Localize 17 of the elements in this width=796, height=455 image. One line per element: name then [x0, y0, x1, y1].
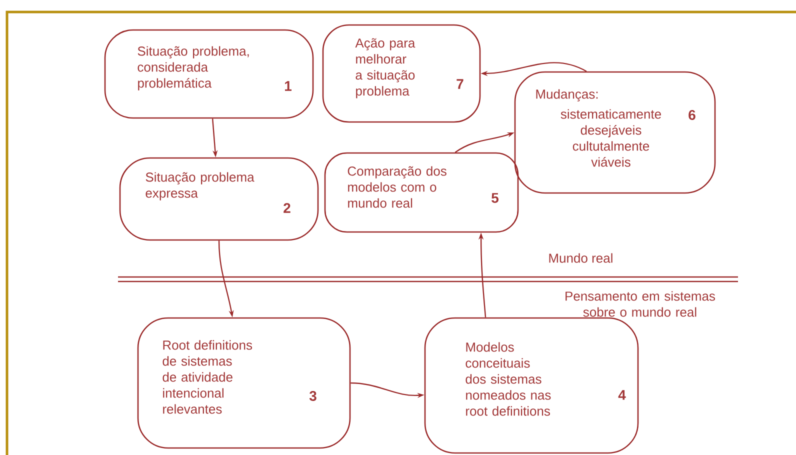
node-text: Comparação dos modelos com o mundo real	[348, 166, 446, 208]
node-text: Situação problema, considerada problemática	[138, 46, 249, 90]
region-label: Pensamento em sistemas sobre o mundo real	[566, 291, 715, 317]
node-text: Mudanças:	[536, 89, 598, 102]
node-text: Ação para melhorar a situação problema	[355, 38, 416, 98]
region-label: Mundo real	[549, 253, 612, 263]
step-number: 3	[309, 391, 316, 401]
node-text: Root definitions de sistemas de atividade intencional relevantes	[162, 340, 252, 414]
node-text: Modelos conceituais dos sistemas nomeados nas root definitions	[466, 342, 551, 416]
node-text: Situação problema expressa	[146, 172, 254, 200]
step-number: 6	[688, 110, 696, 120]
step-number: 2	[284, 203, 290, 213]
step-number: 7	[456, 79, 464, 89]
step-number: 5	[492, 193, 498, 203]
step-number: 1	[285, 81, 292, 91]
node-text: sistematicamente desejáveis cultutalmente viáveis	[560, 109, 661, 167]
step-number: 4	[618, 390, 626, 400]
